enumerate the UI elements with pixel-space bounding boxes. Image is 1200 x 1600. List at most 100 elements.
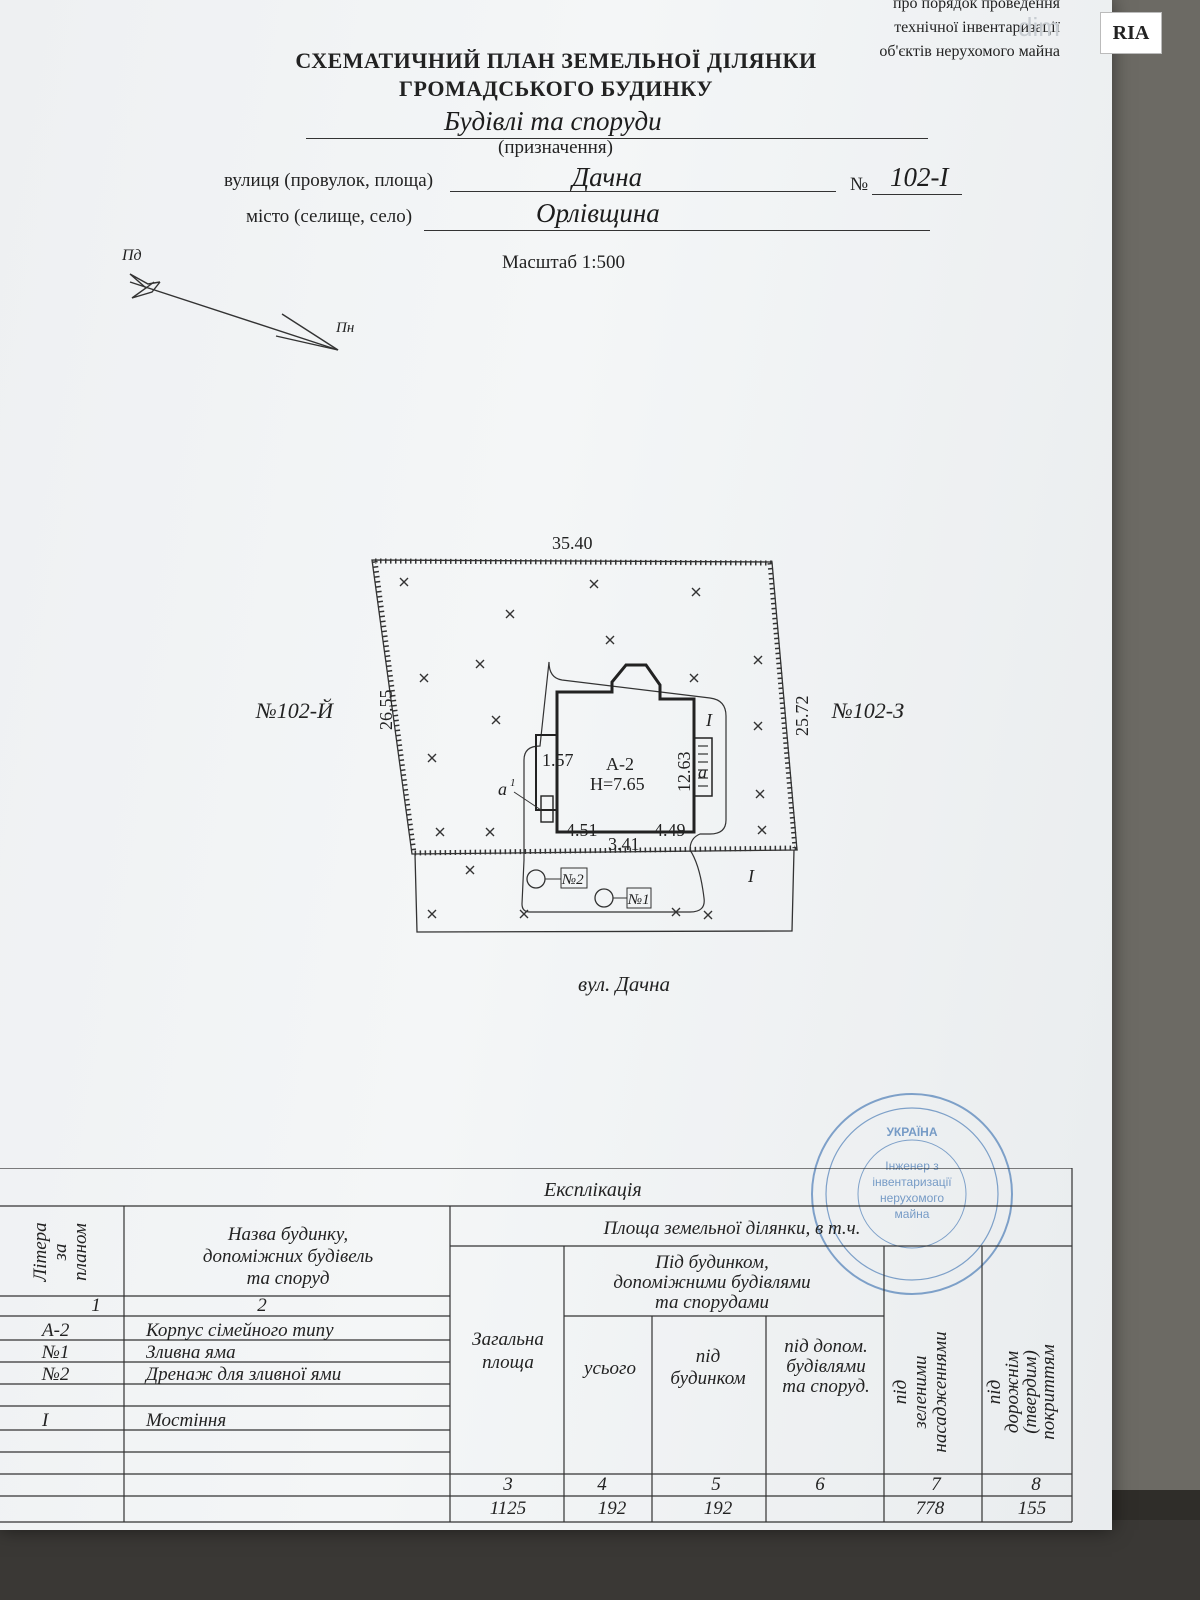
col-letter-2: за bbox=[50, 1244, 71, 1262]
col-letter-1: Літера bbox=[30, 1222, 51, 1282]
col-green-1: під bbox=[890, 1380, 911, 1404]
pit-2-symbol bbox=[526, 869, 546, 889]
col-road-4: покриттям bbox=[1038, 1344, 1059, 1440]
pit-2-label: №2 bbox=[561, 872, 584, 888]
area-header: Площа земельної ділянки, в т.ч. bbox=[603, 1218, 861, 1239]
city-value: Орлівщина bbox=[536, 198, 660, 228]
scale-label: Масштаб 1:500 bbox=[502, 252, 626, 273]
neighbor-left: №102-Й bbox=[255, 698, 334, 723]
dim-bottom-mid: 3.41 bbox=[608, 834, 640, 854]
col-number-3: 3 bbox=[502, 1474, 513, 1495]
dim-left: 26.55 bbox=[376, 690, 396, 731]
col-name-1: Назва будинку, bbox=[227, 1224, 348, 1245]
planting-mark bbox=[419, 673, 429, 683]
porch-a-label: а bbox=[698, 762, 707, 782]
planting-mark bbox=[505, 609, 515, 619]
col-total-2: площа bbox=[482, 1352, 534, 1373]
col-green-2: зеленими bbox=[910, 1355, 931, 1429]
dim-bottom-right: 4.49 bbox=[654, 820, 686, 840]
compass-arrow: Пд Пн bbox=[121, 247, 354, 351]
document-page: про порядок проведення технічної інвента… bbox=[0, 0, 1112, 1530]
porch-a1-sup: 1 bbox=[510, 777, 516, 789]
col-road-1: під bbox=[984, 1380, 1005, 1404]
header-note-line-2: технічної інвентаризації bbox=[894, 19, 1060, 36]
col-green-3: насадженнями bbox=[930, 1331, 951, 1452]
watermark-site: dim bbox=[1018, 12, 1060, 42]
background-surface-bottom bbox=[0, 1520, 1200, 1600]
dim-wing: 1.57 bbox=[542, 750, 574, 770]
col-total-1: Загальна bbox=[472, 1329, 544, 1350]
plot-boundary bbox=[371, 559, 798, 855]
porch-a1 bbox=[540, 795, 554, 823]
purpose-underline bbox=[306, 138, 928, 139]
planting-mark bbox=[605, 635, 615, 645]
planting-mark bbox=[589, 579, 599, 589]
planting-mark bbox=[475, 659, 485, 669]
col-number-6: 6 bbox=[815, 1474, 825, 1495]
row-name: Дренаж для зливної ями bbox=[144, 1364, 341, 1385]
street-label: вулиця (провулок, площа) bbox=[224, 170, 434, 191]
header-note-line-1: про порядок проведення bbox=[892, 0, 1060, 12]
pit-1-symbol bbox=[594, 888, 614, 908]
col-house-2: будинком bbox=[670, 1368, 745, 1389]
planting-mark bbox=[755, 789, 765, 799]
planting-mark bbox=[703, 910, 713, 920]
porch-a1-label: а bbox=[498, 779, 507, 799]
col-road-2: дорожнім bbox=[1002, 1351, 1023, 1433]
header-note-line-3: об'єктів нерухомого майна bbox=[879, 43, 1060, 60]
planting-mark bbox=[485, 827, 495, 837]
ria-logo: RIA bbox=[1100, 12, 1162, 54]
city-underline bbox=[424, 230, 930, 231]
building-code: А-2 bbox=[606, 754, 634, 774]
planting-mark bbox=[689, 673, 699, 683]
col-number-5: 5 bbox=[711, 1474, 721, 1495]
col-road-3: (твердим) bbox=[1020, 1350, 1041, 1434]
plan-labels: 35.40 26.55 25.72 №102-Й №102-З А-2 Н=7.… bbox=[255, 533, 904, 996]
row-letter: №2 bbox=[41, 1364, 70, 1385]
porch-a bbox=[693, 737, 713, 797]
purpose-value: Будівлі та споруди bbox=[444, 106, 662, 136]
plot-boundary-hatch bbox=[372, 558, 798, 856]
row-letter: №1 bbox=[41, 1342, 69, 1363]
svg-text:нерухомого: нерухомого bbox=[880, 1191, 944, 1205]
planting-mark bbox=[399, 577, 409, 587]
row-letter: I bbox=[41, 1410, 50, 1431]
total-road: 155 bbox=[1018, 1498, 1047, 1519]
svg-text:інвентаризації: інвентаризації bbox=[872, 1175, 952, 1189]
dim-bottom-left: 4.51 bbox=[566, 820, 598, 840]
planting-mark bbox=[757, 825, 767, 835]
front-yard-boundary bbox=[414, 849, 795, 933]
total-house: 192 bbox=[704, 1498, 733, 1519]
street-underline bbox=[450, 191, 836, 192]
col-number-2: 2 bbox=[257, 1295, 267, 1316]
under-header-3: та спорудами bbox=[655, 1292, 769, 1313]
col-aux-3: та споруд. bbox=[782, 1376, 870, 1397]
street-caption: вул. Дачна bbox=[578, 972, 670, 996]
page-title-line-1: СХЕМАТИЧНИЙ ПЛАН ЗЕМЕЛЬНОЇ ДІЛЯНКИ bbox=[295, 48, 817, 73]
svg-text:УКРАЇНА: УКРАЇНА bbox=[886, 1124, 937, 1139]
planting-mark bbox=[427, 909, 437, 919]
planting-mark bbox=[753, 721, 763, 731]
svg-text:Інженер з: Інженер з bbox=[885, 1159, 939, 1173]
svg-text:майна: майна bbox=[895, 1207, 930, 1221]
row-name: Мостіння bbox=[145, 1410, 226, 1431]
total-area: 1125 bbox=[490, 1498, 527, 1519]
total-green: 778 bbox=[916, 1498, 945, 1519]
planting-mark bbox=[753, 655, 763, 665]
explication-table: Експлікація Літера за планом Назва будин… bbox=[0, 1168, 1073, 1523]
row-name: Зливна яма bbox=[146, 1342, 236, 1363]
dim-right: 25.72 bbox=[792, 696, 812, 737]
planting-mark bbox=[691, 587, 701, 597]
compass-south-label: Пд bbox=[121, 247, 142, 264]
building-height: Н=7.65 bbox=[590, 774, 645, 794]
building-a2 bbox=[555, 663, 696, 834]
street-number-value: 102-I bbox=[890, 162, 949, 192]
col-name-3: та споруд bbox=[247, 1268, 330, 1289]
purpose-caption: (призначення) bbox=[498, 137, 613, 158]
dim-building-right: 12.63 bbox=[674, 752, 694, 793]
dim-top: 35.40 bbox=[552, 533, 593, 553]
neighbor-right: №102-З bbox=[831, 698, 904, 723]
planting-mark bbox=[427, 753, 437, 763]
col-aux-2: будівлями bbox=[786, 1356, 866, 1377]
col-number-4: 4 bbox=[597, 1474, 607, 1495]
